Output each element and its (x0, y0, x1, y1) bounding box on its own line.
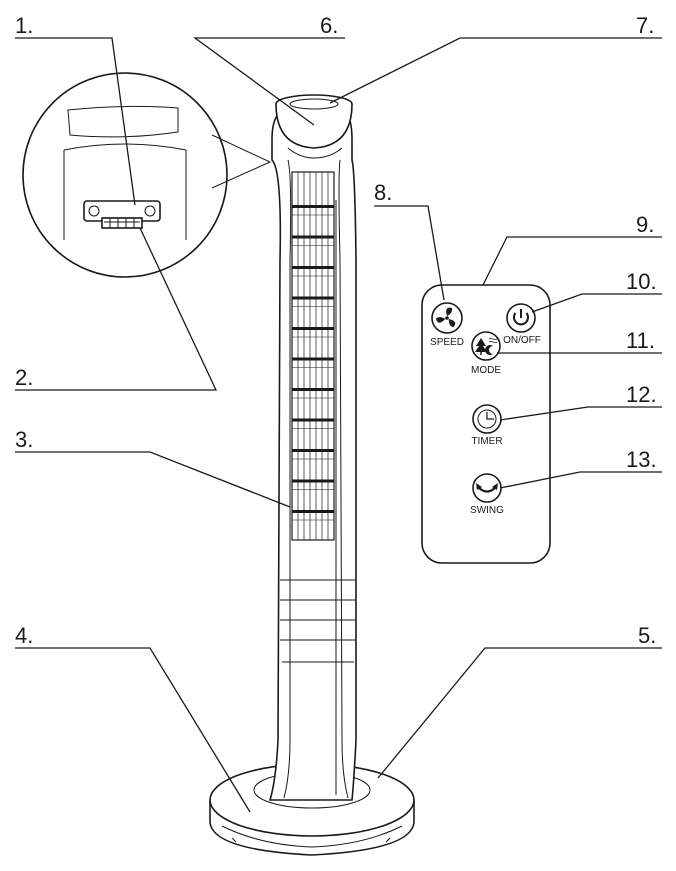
fan-top-cap (275, 94, 353, 159)
callout-7: 7. (636, 13, 654, 38)
callout-numbers: 1. 2. 3. 4. 5. 6. 7. 8. 9. 10. 11. 12. 1… (15, 13, 657, 648)
mode-button-label: MODE (471, 365, 501, 376)
leader-lines (15, 37, 662, 813)
callout-8: 8. (374, 180, 392, 205)
fan-icon (435, 307, 456, 328)
callout-10: 10. (626, 269, 657, 294)
tree-moon-icon (475, 338, 498, 355)
callout-11: 11. (626, 328, 655, 353)
swing-arrows-icon (476, 483, 498, 493)
power-button-label: ON/OFF (503, 335, 541, 346)
timer-button-label: TIMER (471, 436, 502, 447)
callout-1: 1. (15, 13, 33, 38)
callout-4: 4. (15, 623, 33, 648)
speed-button[interactable]: SPEED (430, 302, 464, 348)
timer-button[interactable]: TIMER (471, 404, 503, 447)
callout-12: 12. (626, 382, 657, 407)
callout-5: 5. (638, 623, 656, 648)
swing-button-label: SWING (470, 505, 504, 516)
power-button[interactable]: ON/OFF (503, 303, 541, 346)
power-icon (513, 309, 529, 326)
callout-2: 2. (15, 365, 33, 390)
remote-control: SPEED ON/OFF MODE (421, 284, 551, 564)
callout-9: 9. (636, 212, 654, 237)
speed-button-label: SPEED (430, 337, 464, 348)
clock-icon (477, 409, 497, 429)
callout-3: 3. (15, 427, 33, 452)
callout-6: 6. (320, 13, 338, 38)
connector-detail-view (22, 72, 272, 278)
fan-grille (291, 171, 335, 541)
mode-button[interactable]: MODE (471, 331, 501, 376)
swing-button[interactable]: SWING (470, 473, 504, 516)
callout-13: 13. (626, 447, 657, 472)
